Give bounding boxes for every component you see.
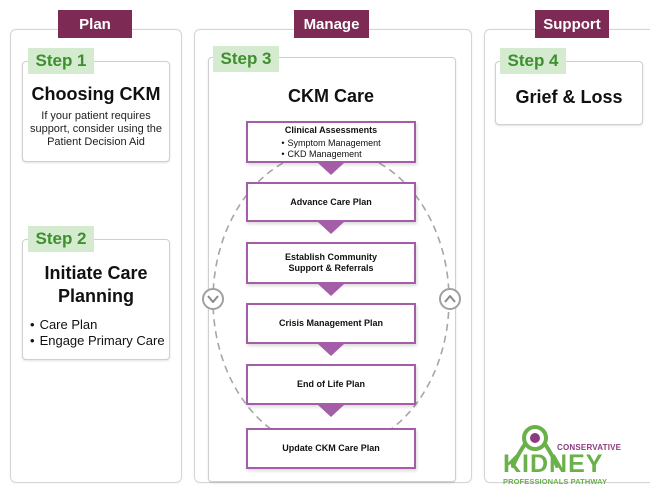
support-tab: Support	[535, 10, 609, 38]
plan-tab: Plan	[58, 10, 132, 38]
down-arrow-icon	[318, 284, 344, 296]
process-clinical-assessments: Clinical Assessments Symptom Management …	[246, 121, 416, 163]
step1-card: Choosing CKM If your patient requires su…	[22, 61, 170, 162]
down-arrow-icon	[318, 222, 344, 234]
step2-bullets: Care Plan Engage Primary Care	[30, 317, 165, 349]
process-end-of-life: End of Life Plan	[246, 364, 416, 405]
process-update-ckm-care-plan: Update CKM Care Plan	[246, 428, 416, 469]
step2-bullet: Engage Primary Care	[30, 333, 165, 349]
process-advance-care-plan: Advance Care Plan	[246, 182, 416, 222]
step2-title: Initiate Care Planning	[44, 263, 148, 306]
down-arrow-icon	[318, 344, 344, 356]
step1-label: Step 1	[28, 48, 94, 74]
step4-label: Step 4	[500, 48, 566, 74]
step2-card: Initiate Care Planning Care Plan Engage …	[22, 239, 170, 360]
step3-title: CKM Care	[287, 86, 375, 106]
chevron-down-circle-icon	[202, 288, 224, 310]
step1-title: Choosing CKM	[31, 84, 161, 104]
conservative-kidney-logo: CONSERVATIVE KIDNEY PROFESSIONALS PATHWA…	[499, 418, 639, 488]
process-community-support: Establish Community Support & Referrals	[246, 242, 416, 284]
down-arrow-icon	[318, 405, 344, 417]
step2-label: Step 2	[28, 226, 94, 252]
down-arrow-icon	[318, 163, 344, 175]
step2-bullet: Care Plan	[30, 317, 165, 333]
logo-top-text: CONSERVATIVE	[557, 443, 622, 452]
step4-title: Grief & Loss	[515, 87, 623, 107]
manage-tab: Manage	[294, 10, 369, 38]
logo-main-text: KIDNEY	[503, 450, 604, 478]
kidney-figure-icon	[511, 425, 559, 468]
logo-bottom-text: PROFESSIONALS PATHWAY	[503, 477, 608, 486]
process-crisis-management: Crisis Management Plan	[246, 303, 416, 344]
chevron-up-circle-icon	[439, 288, 461, 310]
step1-description: If your patient requires support, consid…	[29, 110, 163, 148]
step3-label: Step 3	[213, 46, 279, 72]
clinical-assessment-items: Symptom Management CKD Management	[281, 138, 381, 160]
